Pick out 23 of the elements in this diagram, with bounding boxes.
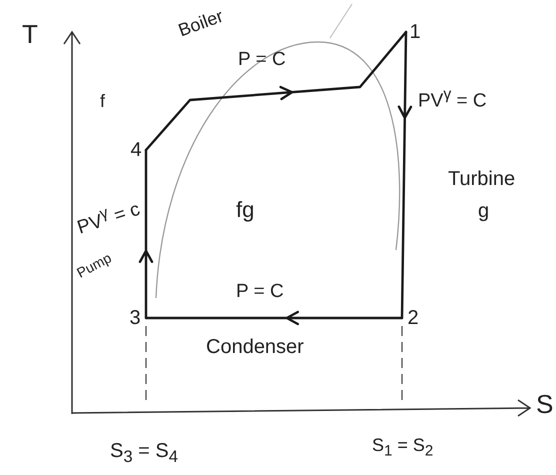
point-number: 1 [406,20,424,44]
point-number: 3 [124,306,146,330]
axis-label: S [536,390,554,419]
process-line [144,30,408,152]
point-number: 4 [126,138,146,162]
axis-value-label: S$_{3}$ = S$_{4}$ [110,440,178,466]
process-line [138,148,154,320]
region-label: fg [236,198,254,222]
process-equation: P = C [238,50,286,71]
region-label: g [478,200,490,222]
axis-value-label: S$_{1}$ = S$_{2}$ [372,436,434,460]
process-line [144,310,404,326]
region-label: f [100,92,106,112]
component-label: Boiler [176,6,226,42]
component-label: Turbine [448,168,516,190]
point-number: 2 [402,306,424,330]
component-label: Pump [74,250,114,282]
axis-label: T [22,20,38,49]
component-label: Condenser [206,336,304,358]
process-equation: PV$^{γ}$ = C [418,86,487,112]
process-line [398,30,412,320]
process-equation: PV$^{γ}$ = c [74,198,143,240]
process-equation: P = C [236,282,284,303]
